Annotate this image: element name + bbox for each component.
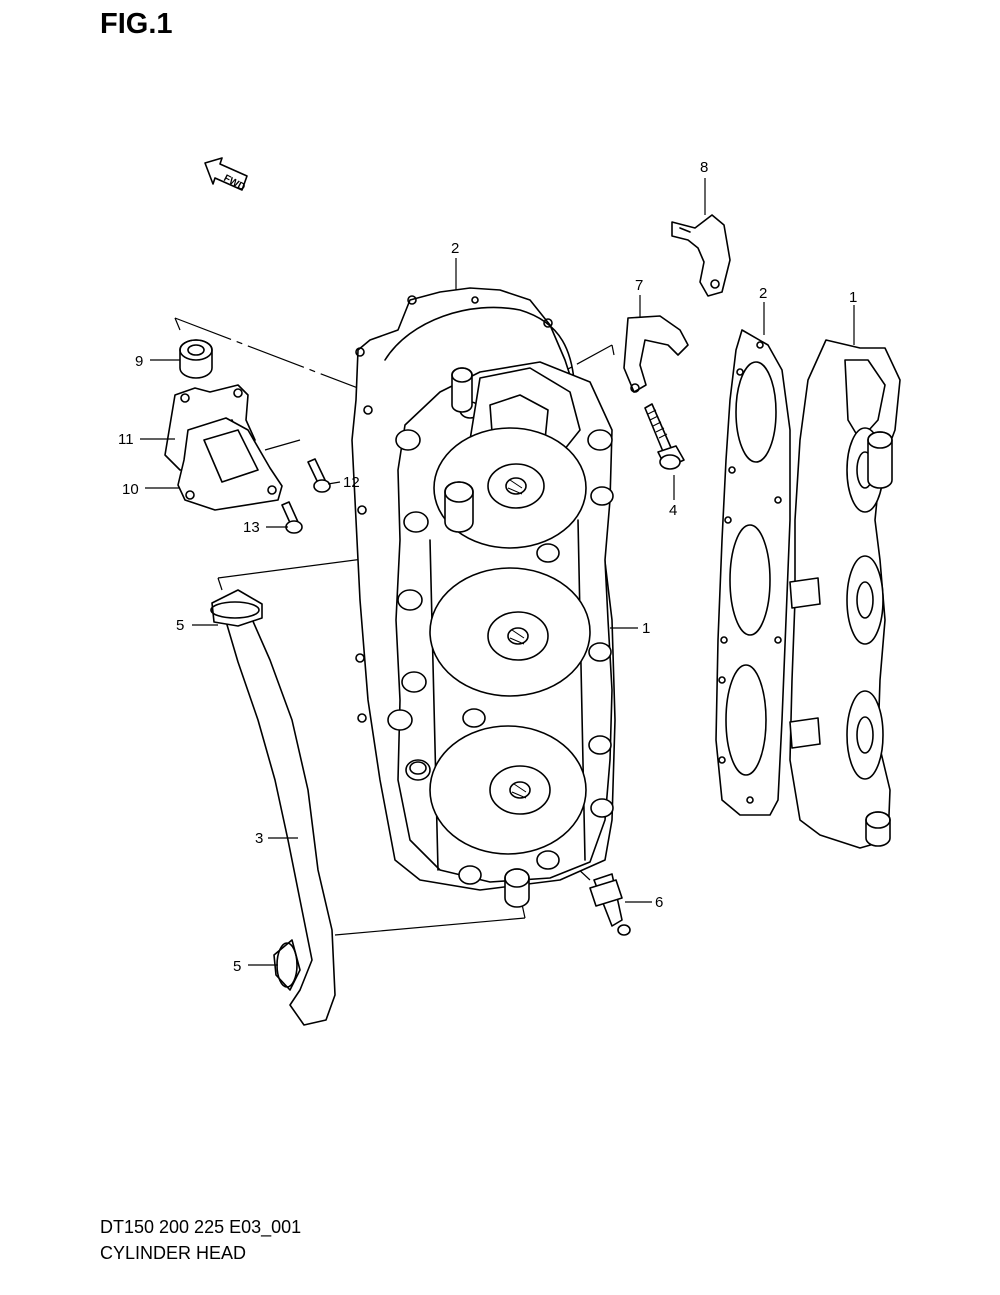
callout-9: 9 [135,353,143,370]
cover-plate [177,417,283,511]
short-bolt-13 [281,501,303,534]
callout-numbers: 1 1 2 2 3 4 5 5 6 7 8 9 10 11 12 13 [118,159,857,975]
callout-6: 6 [655,894,663,911]
figure-title: FIG.1 [100,8,173,40]
cylinder-head-front [387,361,614,908]
callout-1-front: 1 [642,620,650,637]
callout-13: 13 [243,519,260,536]
callout-11: 11 [118,431,134,448]
callout-2-side: 2 [759,285,767,302]
pipe-bracket [623,315,689,393]
callout-3: 3 [255,830,263,847]
water-hose [210,589,336,1026]
callout-7: 7 [635,277,643,294]
callout-1-side: 1 [849,289,857,306]
short-bolt-12 [307,458,331,493]
diagram-name: CYLINDER HEAD [100,1243,247,1263]
callout-12: 12 [343,474,360,491]
long-bolt [644,403,685,470]
clamp-bracket [671,214,731,297]
diagram-code: DT150 200 225 E03_001 [100,1217,302,1237]
cylinder-head-side [789,339,901,849]
callout-5-lower: 5 [233,958,241,975]
head-gasket-side [715,329,791,816]
callout-4: 4 [669,502,677,519]
callout-10: 10 [122,481,139,498]
callout-leaders [140,178,855,966]
temperature-sensor [589,873,631,936]
fwd-arrow-icon: FWD [204,157,248,193]
callout-8: 8 [700,159,708,176]
cap [179,339,213,379]
callout-2-front: 2 [451,240,459,257]
callout-5-upper: 5 [176,617,184,634]
